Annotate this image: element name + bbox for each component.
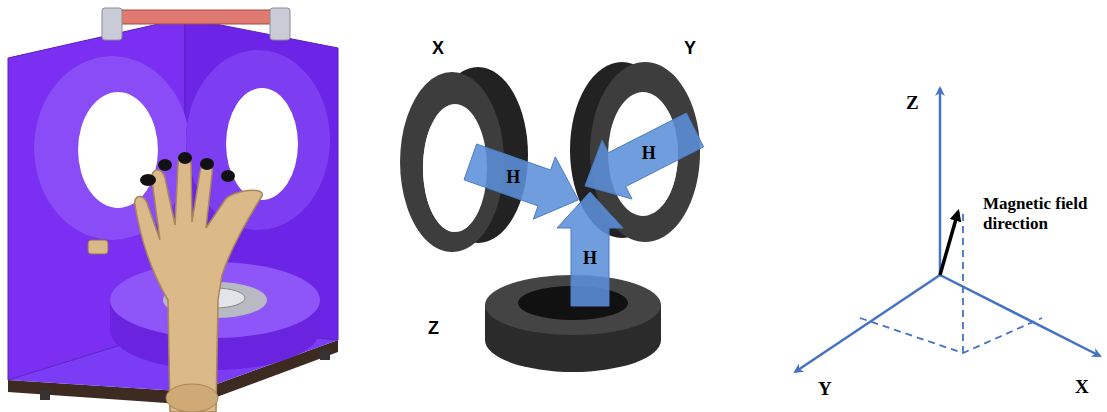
arrow-shape: [464, 144, 578, 219]
coil-name: Y: [684, 38, 696, 59]
field-label: H: [642, 143, 656, 164]
coil-apparatus: [8, 8, 338, 412]
field-label: H: [583, 248, 597, 269]
field-direction-note: Magnetic field direction: [983, 194, 1101, 235]
axes: [795, 88, 1100, 372]
axis-name: Y: [818, 378, 832, 400]
axis-name: X: [1075, 376, 1089, 398]
coil-name: X: [432, 38, 444, 59]
coil-name: Z: [428, 318, 439, 339]
field-arrow: H: [464, 144, 578, 219]
axis-name: Z: [906, 92, 919, 114]
field-label: H: [506, 167, 520, 188]
field-arrow: H: [585, 113, 704, 199]
field-arrow: H: [557, 192, 623, 306]
